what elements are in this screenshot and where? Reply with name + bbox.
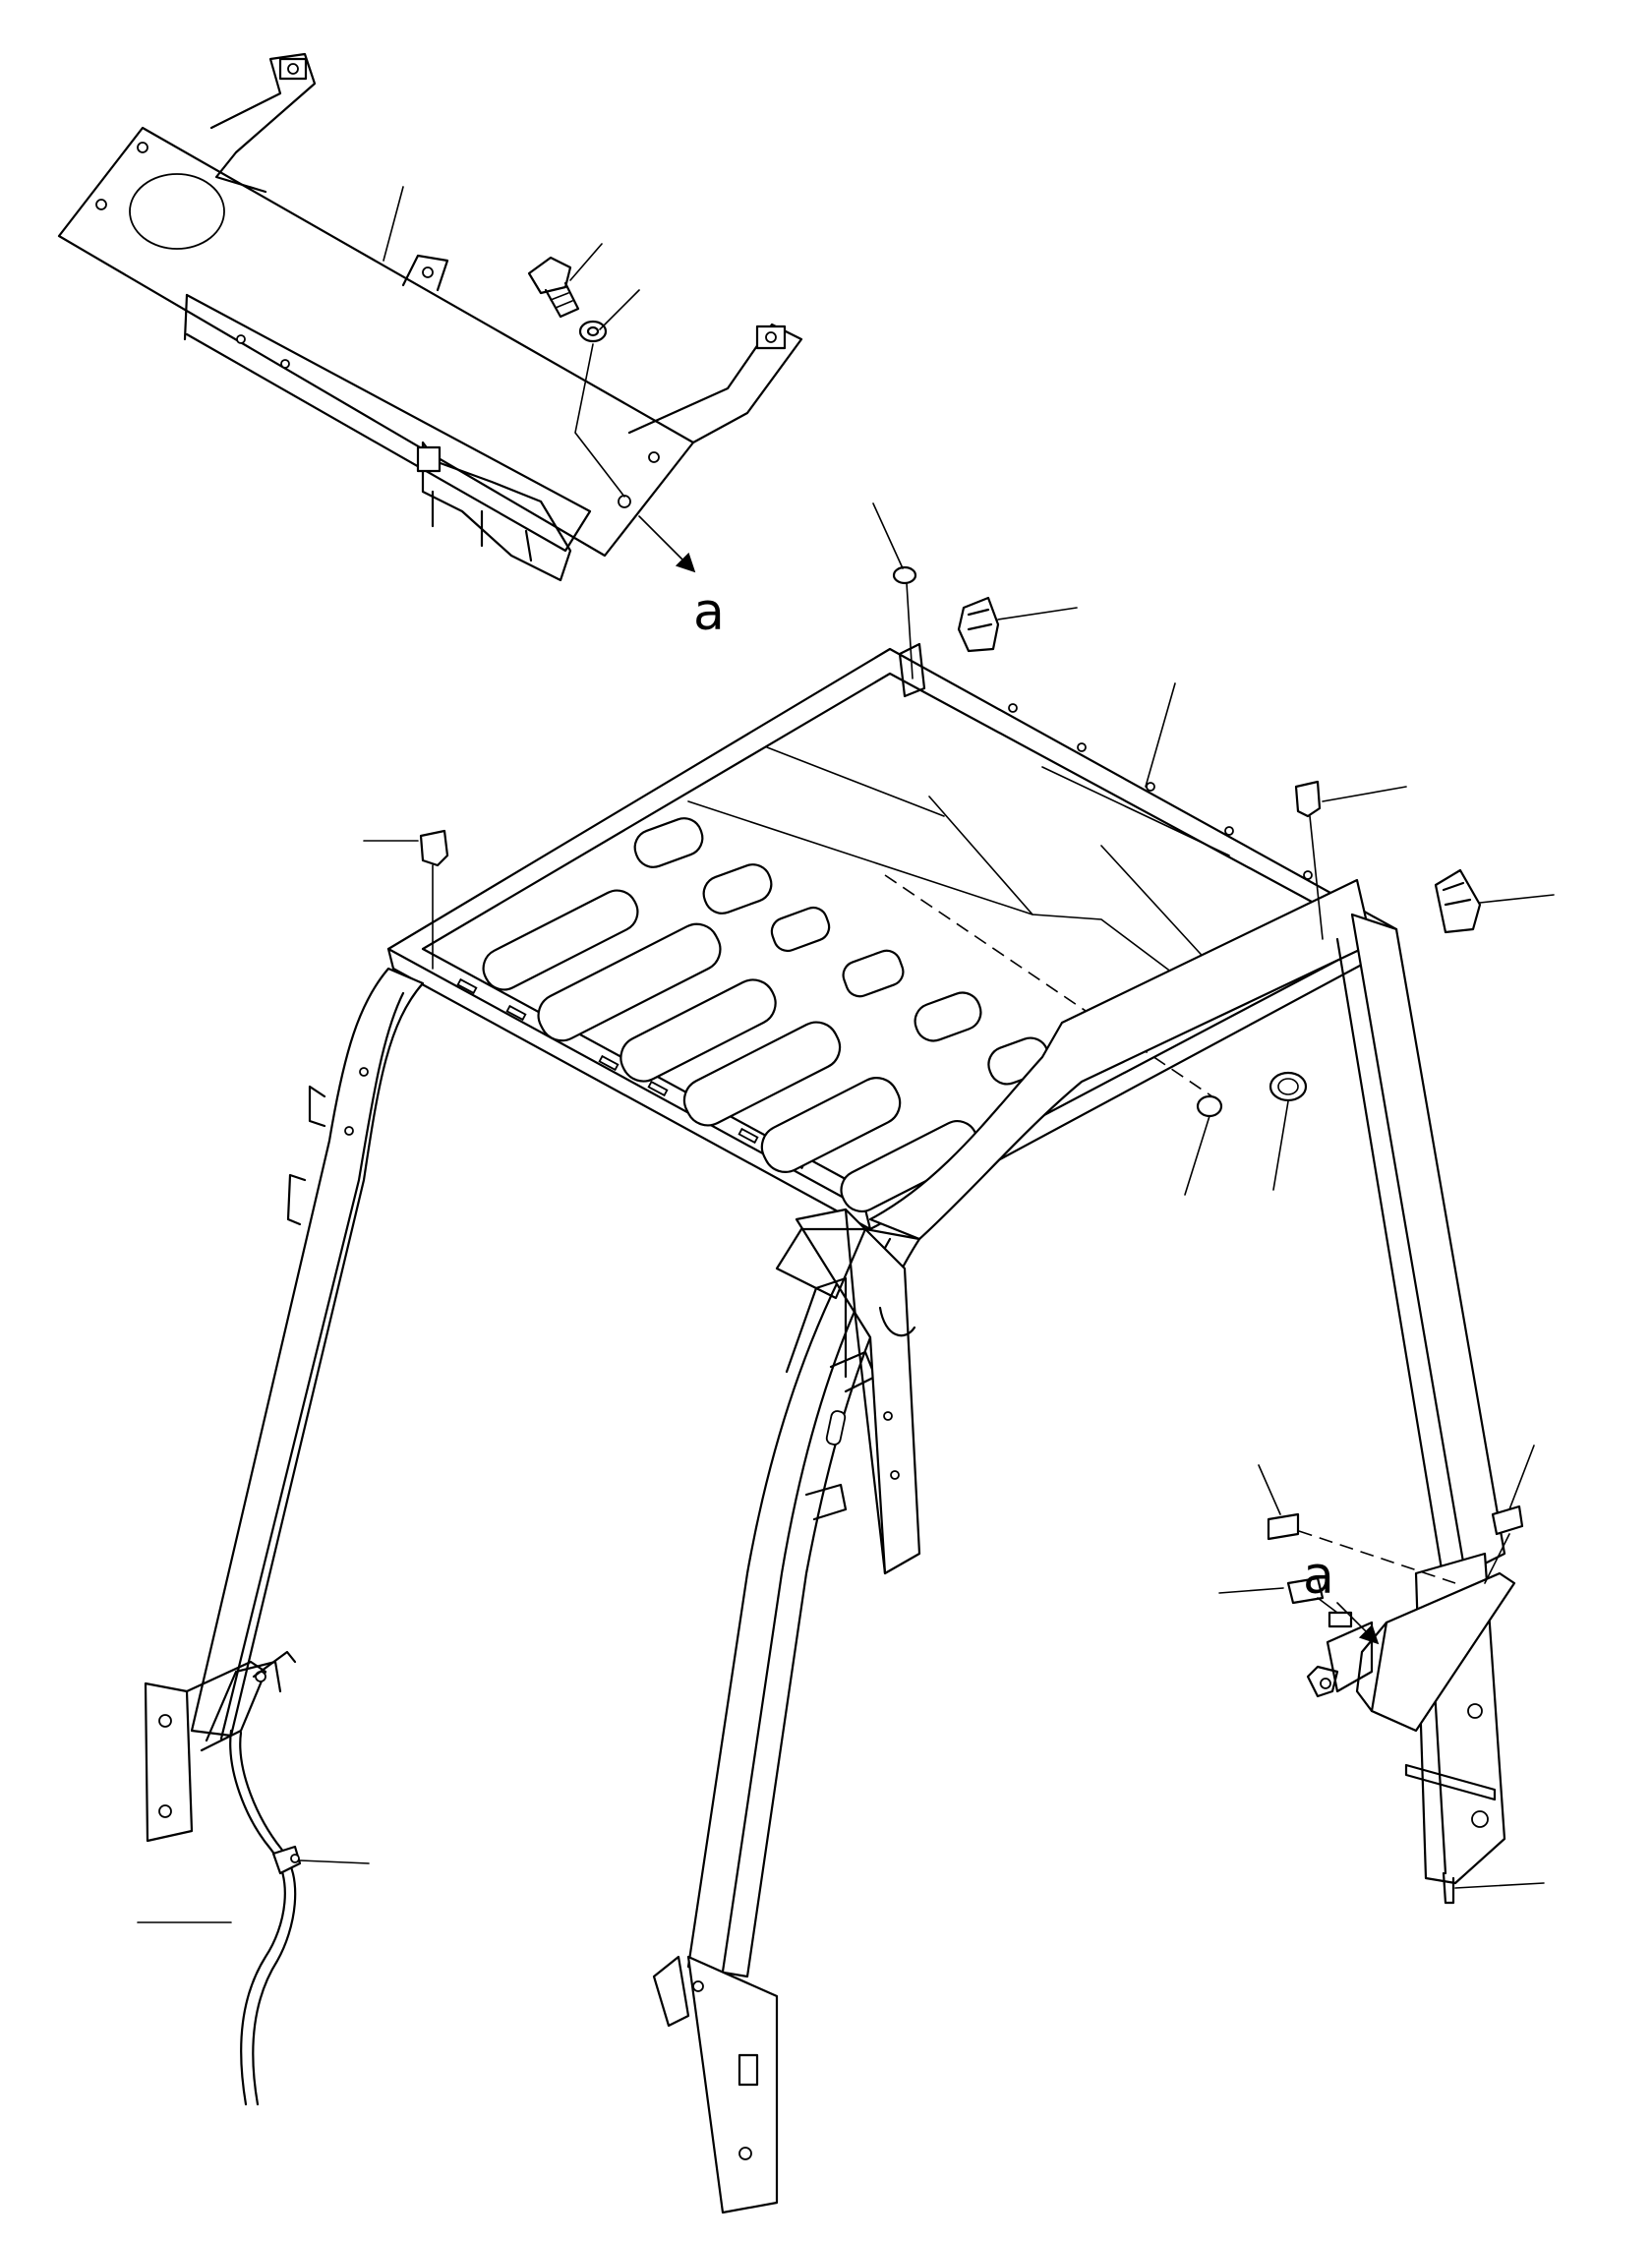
hex-bolt — [527, 256, 580, 319]
reference-arrow-lower — [1336, 1602, 1380, 1645]
small-plug-top — [872, 502, 917, 679]
stud-right — [1294, 780, 1407, 940]
clip-right — [1434, 868, 1555, 934]
front-edge-slots — [456, 977, 806, 1170]
left-pillar — [144, 967, 425, 1843]
front-center-pillar — [652, 878, 1374, 2214]
center-rear-pillar — [775, 1208, 921, 1575]
roof-cutouts — [482, 817, 1050, 1212]
reference-arrow-upper — [638, 515, 696, 573]
spacer-block-2 — [1484, 1445, 1535, 1584]
wire-harness — [137, 1650, 370, 2106]
right-pillar — [1277, 913, 1516, 1905]
clip-top — [898, 596, 1078, 698]
washer — [578, 320, 608, 343]
stud-left — [363, 829, 449, 970]
spacer-block-1 — [1258, 1464, 1300, 1541]
callout-letter-a-lower: a — [1303, 1547, 1334, 1606]
callout-letter-a-upper: a — [693, 583, 725, 642]
grommet-large — [1268, 1071, 1308, 1191]
panel-round-opening — [129, 173, 225, 250]
upper-cover-panel — [57, 52, 803, 582]
grommet-small — [1184, 1094, 1223, 1196]
spacer-block-3 — [1218, 1576, 1338, 1614]
